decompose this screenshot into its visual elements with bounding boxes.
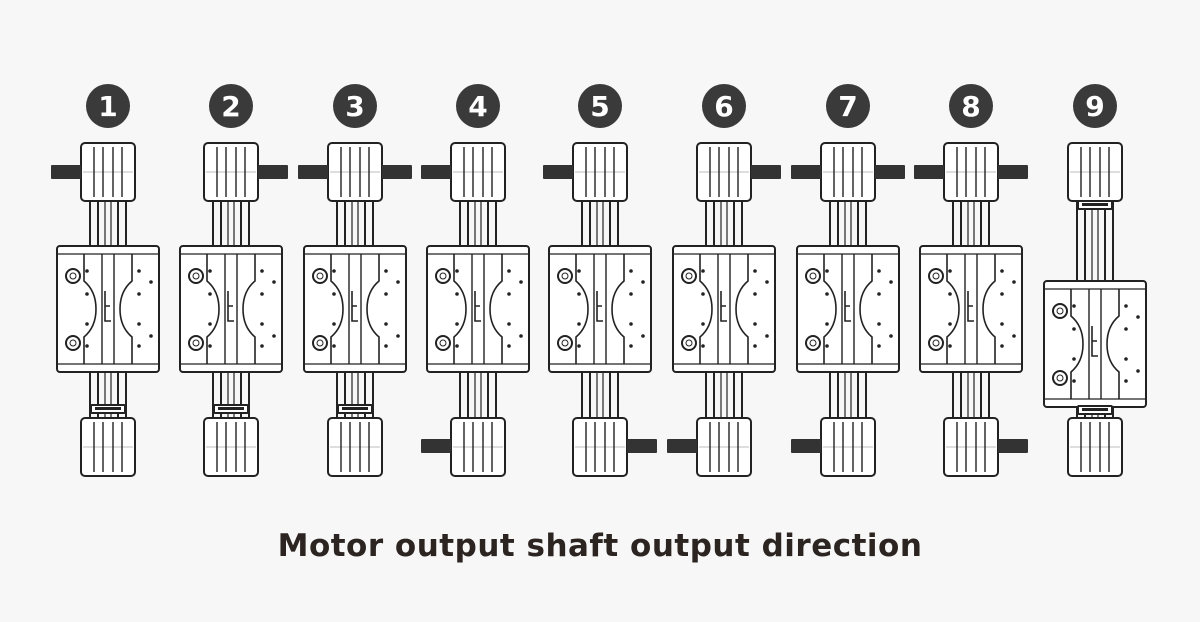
unit-number: 1 [98,90,117,123]
actuator-unit-3: 3 [298,84,412,477]
actuator-unit-5: 5 [543,84,657,477]
unit-number: 6 [714,90,733,123]
unit-number-badge: 1 [86,84,130,128]
unit-number-badge: 5 [578,84,622,128]
actuator-unit-8: 8 [914,84,1028,477]
actuator-unit-6: 6 [667,84,781,477]
actuator-unit-7: 7 [791,84,905,477]
unit-number: 2 [221,90,240,123]
unit-number-badge: 6 [702,84,746,128]
unit-number-badge: 8 [949,84,993,128]
unit-number: 5 [590,90,609,123]
unit-number-badge: 2 [209,84,253,128]
diagram-caption: Motor output shaft output direction [277,528,923,564]
unit-number: 9 [1085,90,1104,123]
actuator-unit-4: 4 [421,84,530,477]
unit-number-badge: 9 [1073,84,1117,128]
unit-number-badge: 7 [826,84,870,128]
actuator-diagram: 1 2 3 4 5 6 7 8 9 [51,84,1147,477]
unit-number: 4 [468,90,487,123]
unit-number: 8 [961,90,980,123]
actuator-unit-1: 1 [51,84,160,477]
unit-number-badge: 3 [333,84,377,128]
unit-number: 7 [838,90,857,123]
unit-number-badge: 4 [456,84,500,128]
actuator-unit-2: 2 [179,84,288,477]
actuator-unit-9: 9 [1043,84,1147,477]
unit-number: 3 [345,90,364,123]
